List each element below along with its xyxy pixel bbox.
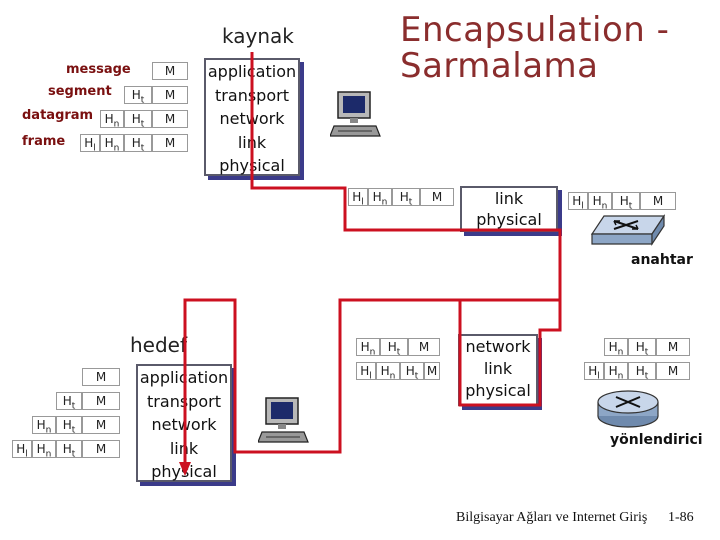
- transport-header-cell: Ht: [124, 86, 152, 105]
- payload-cell: M: [656, 338, 690, 356]
- network-header-cell: Hn: [32, 416, 56, 435]
- transport-header-cell: Ht: [56, 440, 82, 459]
- network-header-cell: Hn: [368, 188, 392, 207]
- payload-cell: M: [152, 62, 188, 80]
- path-router-to-dest: [183, 298, 460, 470]
- link-header-cell: Hl: [356, 362, 376, 381]
- page-number: 1-86: [668, 510, 694, 525]
- network-header-cell: Hn: [32, 440, 56, 459]
- footer-text: Bilgisayar Ağları ve Internet Giriş: [456, 510, 648, 525]
- physical-layer: physical: [476, 210, 542, 229]
- network-header-cell: Hn: [376, 362, 400, 381]
- title-line-1: Encapsulation -: [400, 10, 670, 50]
- payload-cell: M: [82, 392, 120, 410]
- network-header-cell: Hn: [604, 338, 628, 357]
- payload-cell: M: [82, 368, 120, 386]
- network-header-cell: Hn: [604, 362, 628, 381]
- computer-icon: [258, 397, 309, 443]
- source-label: kaynak: [222, 24, 294, 48]
- transport-header-cell: Ht: [124, 110, 152, 129]
- network-header-cell: Hn: [100, 134, 124, 153]
- router-label: yönlendirici: [610, 432, 703, 448]
- switch-label: anahtar: [631, 252, 693, 268]
- segment-label: segment: [48, 84, 112, 99]
- title-line-2: Sarmalama: [400, 46, 599, 86]
- frame-label: frame: [22, 134, 66, 149]
- path-switch-to-router: [458, 270, 562, 407]
- path-source-down: [250, 52, 562, 270]
- transport-header-cell: Ht: [628, 362, 656, 381]
- transport-header-cell: Ht: [628, 338, 656, 357]
- message-label: message: [66, 62, 131, 77]
- destination-label: hedef: [130, 333, 188, 357]
- computer-icon: [330, 91, 381, 137]
- payload-cell: M: [656, 362, 690, 380]
- link-header-cell: Hl: [12, 440, 32, 459]
- router-protocol-stack: network link physical: [458, 334, 538, 406]
- transport-header-cell: Ht: [56, 392, 82, 411]
- payload-cell: M: [152, 134, 188, 152]
- transport-header-cell: Ht: [400, 362, 424, 381]
- datagram-label: datagram: [22, 108, 94, 123]
- transport-header-cell: Ht: [380, 338, 408, 357]
- network-layer: network: [465, 337, 531, 356]
- transport-header-cell: Ht: [124, 134, 152, 153]
- path-arrowhead: [179, 462, 191, 476]
- network-header-cell: Hn: [100, 110, 124, 129]
- payload-cell: M: [152, 110, 188, 128]
- link-header-cell: Hl: [348, 188, 368, 207]
- transport-header-cell: Ht: [392, 188, 420, 207]
- network-header-cell: Hn: [356, 338, 380, 357]
- link-layer: link: [494, 189, 524, 208]
- payload-cell: M: [640, 192, 676, 210]
- link-header-cell: Hl: [568, 192, 588, 211]
- switch-icon: [590, 214, 666, 246]
- router-icon: [597, 390, 659, 428]
- link-header-cell: Hl: [80, 134, 100, 153]
- network-header-cell: Hn: [588, 192, 612, 211]
- payload-cell: M: [82, 440, 120, 458]
- link-layer: link: [483, 359, 513, 378]
- transport-header-cell: Ht: [612, 192, 640, 211]
- payload-cell: M: [82, 416, 120, 434]
- payload-cell: M: [420, 188, 454, 206]
- physical-layer: physical: [465, 381, 531, 400]
- link-header-cell: Hl: [584, 362, 604, 381]
- payload-cell: M: [408, 338, 440, 356]
- payload-cell: M: [424, 362, 440, 380]
- transport-header-cell: Ht: [56, 416, 82, 435]
- page-title: Encapsulation - Sarmalama: [400, 12, 669, 84]
- payload-cell: M: [152, 86, 188, 104]
